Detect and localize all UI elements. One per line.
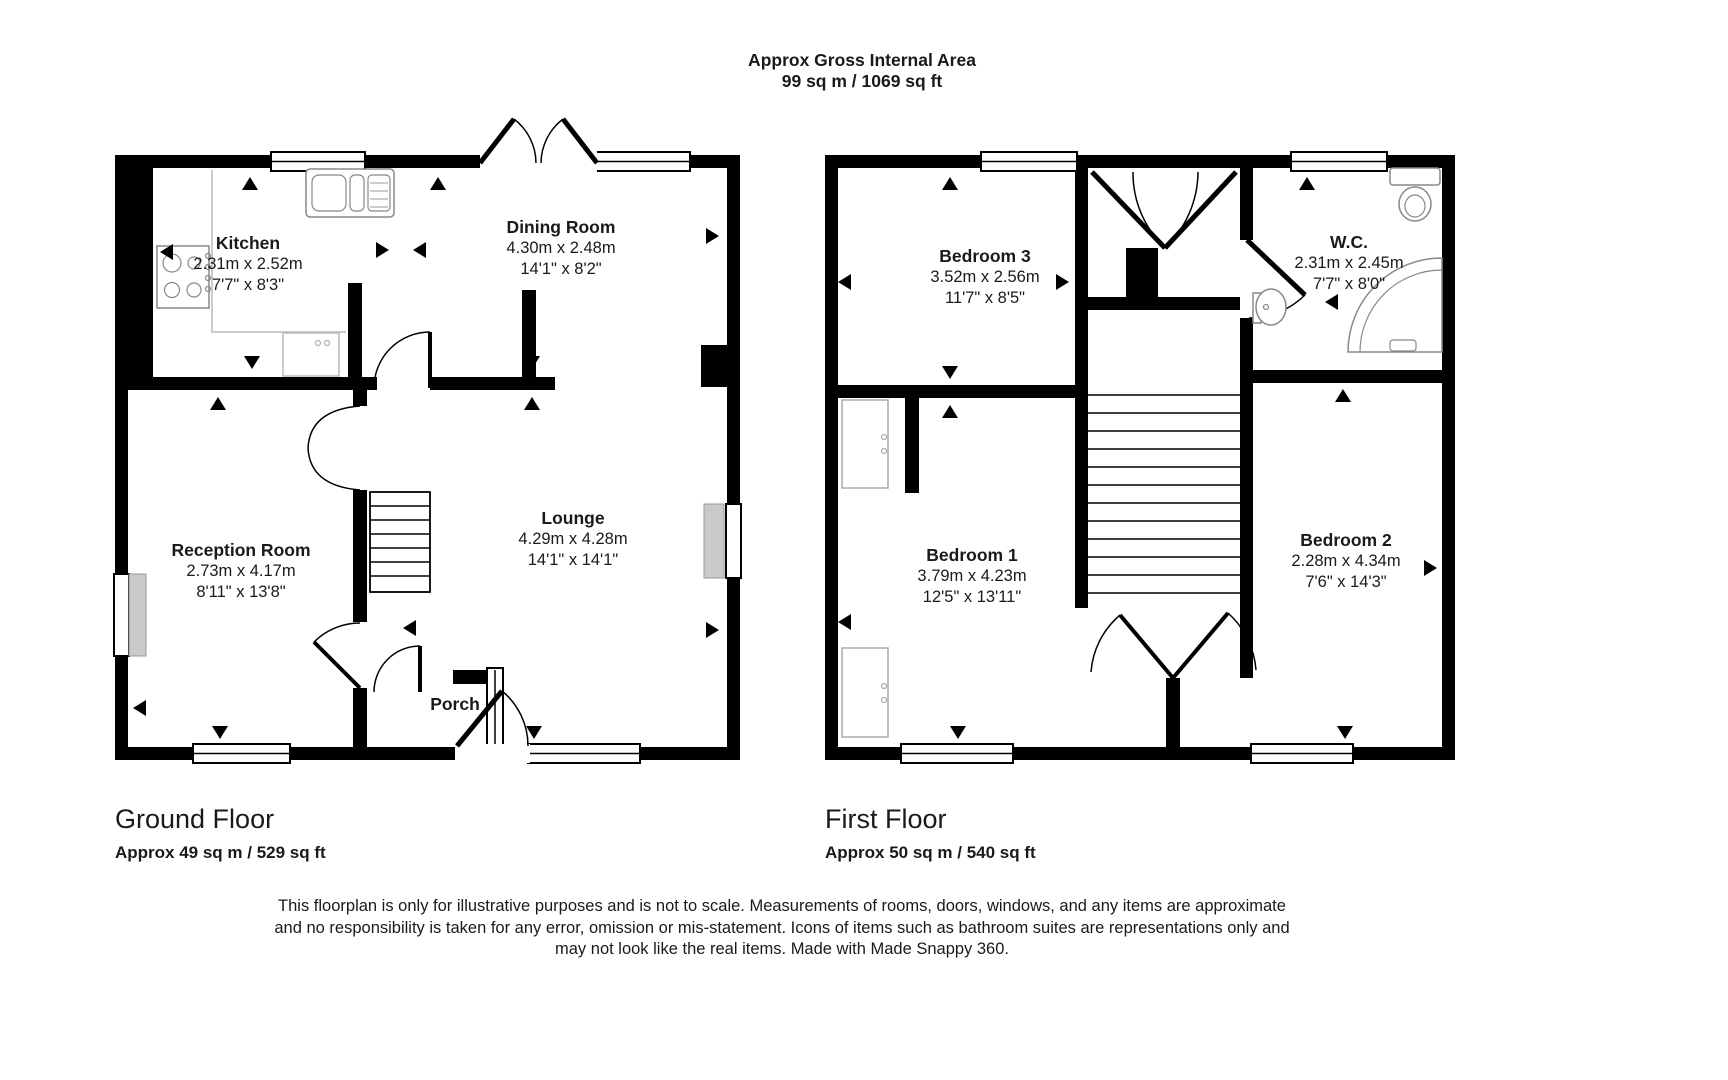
room-label-bedroom-3: Bedroom 3 3.52m x 2.56m 11'7" x 8'5"	[930, 246, 1040, 307]
stairs-icon	[1088, 394, 1240, 594]
ground-floor-plan	[113, 117, 742, 764]
room-label-wc: W.C. 2.31m x 2.45m 7'7" x 8'0"	[1294, 232, 1404, 293]
wardrobe-icon	[841, 399, 889, 738]
room-label-bedroom-1: Bedroom 1 3.79m x 4.23m 12'5" x 13'11"	[917, 545, 1027, 606]
ground-interior-walls	[115, 283, 727, 747]
room-label-porch: Porch	[430, 694, 480, 714]
measurement-arrows	[133, 177, 719, 739]
french-doors	[478, 117, 599, 172]
room-label-lounge: Lounge 4.29m x 4.28m 14'1" x 14'1"	[518, 508, 628, 569]
room-label-kitchen: Kitchen 2.31m x 2.52m 7'7" x 8'3"	[193, 233, 303, 294]
window	[113, 151, 742, 764]
toilet-icon	[1389, 167, 1441, 222]
basin-icon	[1252, 288, 1287, 326]
ground-floor-title: Ground Floor	[115, 804, 275, 834]
hob-icon	[156, 245, 212, 309]
measurement-arrows	[838, 177, 1437, 739]
room-label-bedroom-2: Bedroom 2 2.28m x 4.34m 7'6" x 14'3"	[1291, 530, 1401, 591]
header-area-value: 99 sq m / 1069 sq ft	[781, 71, 943, 91]
stairs-icon	[369, 491, 431, 593]
front-door	[455, 689, 530, 763]
room-label-dining-room: Dining Room 4.30m x 2.48m 14'1" x 8'2"	[506, 217, 616, 278]
first-floor-area: Approx 50 sq m / 540 sq ft	[825, 843, 1036, 862]
first-floor-plan	[825, 151, 1455, 764]
ground-floor-area: Approx 49 sq m / 529 sq ft	[115, 843, 326, 862]
sink-icon	[305, 168, 395, 218]
disclaimer-line-2: and no responsibility is taken for any e…	[274, 918, 1290, 937]
first-interior-walls	[825, 155, 1455, 747]
bath-icon	[1347, 257, 1443, 353]
door-arc	[307, 331, 432, 693]
first-floor-title: First Floor	[825, 804, 947, 834]
gross-internal-area-header: Approx Gross Internal Area 99 sq m / 106…	[748, 50, 976, 92]
kitchen-counter	[211, 170, 346, 377]
disclaimer-line-3: may not look like the real items. Made w…	[555, 940, 1009, 958]
disclaimer-line-1: This floorplan is only for illustrative …	[278, 897, 1286, 915]
bedroom-doors	[1090, 611, 1257, 680]
room-label-reception-room: Reception Room 2.73m x 4.17m 8'11" x 13'…	[171, 540, 311, 601]
header-title: Approx Gross Internal Area	[748, 50, 976, 70]
disclaimer: This floorplan is only for illustrative …	[274, 896, 1289, 961]
window	[900, 151, 1388, 764]
landing-doors	[1090, 170, 1238, 250]
